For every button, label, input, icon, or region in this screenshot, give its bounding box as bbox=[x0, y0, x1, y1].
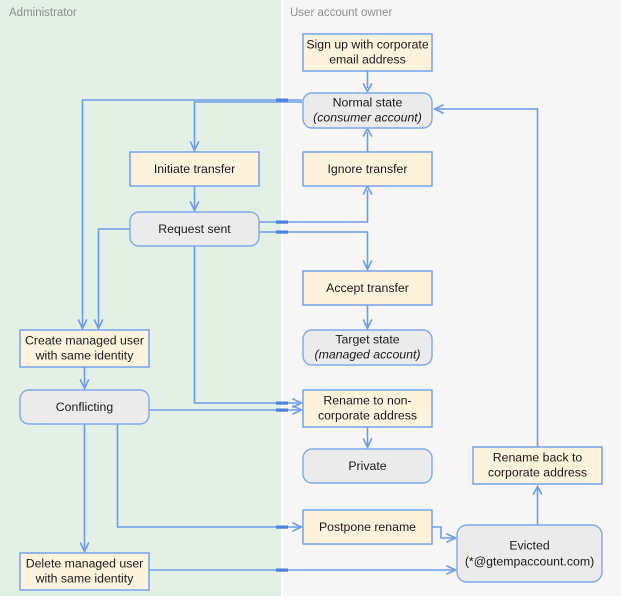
lane-crossing-marker bbox=[276, 408, 288, 412]
node-label-line-1: Delete managed user bbox=[26, 556, 144, 570]
node-label-line-1: Target state bbox=[335, 332, 399, 346]
node-target-state[interactable]: Target state (managed account) bbox=[302, 329, 433, 366]
lane-crossing-marker bbox=[276, 220, 288, 224]
edge-rename-to-private-arrowhead bbox=[362, 438, 373, 450]
edge-renameback-to-normal-arrowhead bbox=[432, 104, 444, 114]
node-label-line-1: Accept transfer bbox=[326, 281, 409, 295]
node-label-line-1: Rename to non- bbox=[323, 393, 411, 407]
node-box[interactable] bbox=[302, 389, 433, 428]
node-label-line-1: Request sent bbox=[158, 222, 231, 236]
edge-requestsent-to-accept bbox=[259, 231, 369, 267]
node-label-line-2: (consumer account) bbox=[313, 110, 422, 124]
edge-requestsent-to-rename bbox=[193, 246, 299, 404]
node-conflicting[interactable]: Conflicting bbox=[19, 389, 150, 425]
node-box[interactable] bbox=[302, 270, 433, 306]
node-postpone-rename[interactable]: Postpone rename bbox=[302, 509, 433, 545]
node-box[interactable] bbox=[19, 329, 150, 368]
edge-conflicting-to-postpone-arrowhead bbox=[292, 522, 304, 532]
edge-postpone-to-evicted bbox=[432, 526, 453, 539]
edge-conflicting-to-postpone bbox=[116, 424, 299, 528]
edge-layer bbox=[77, 71, 543, 575]
node-label-line-1: Rename back to bbox=[493, 450, 583, 464]
edge-conflicting-to-deleteuser-arrowhead bbox=[79, 542, 90, 554]
node-rename-to-non-corporate-address[interactable]: Rename to non- corporate address bbox=[302, 389, 433, 428]
edge-normal-to-initiate bbox=[193, 101, 302, 148]
edge-initiate-to-requestsent-arrowhead bbox=[189, 201, 200, 213]
edge-accept-to-target-arrowhead bbox=[362, 319, 373, 331]
lane-label-administrator: Administrator bbox=[9, 7, 77, 19]
node-box[interactable] bbox=[129, 211, 260, 247]
edge-requestsent-to-rename-arrowhead bbox=[292, 398, 304, 408]
node-ignore-transfer[interactable]: Ignore transfer bbox=[302, 151, 433, 187]
node-label-line-1: Conflicting bbox=[56, 400, 114, 414]
node-sign-up-with-corporate-email-address[interactable]: Sign up with corporate email address bbox=[302, 33, 433, 72]
node-box[interactable] bbox=[302, 33, 433, 72]
lane-crossing-marker bbox=[276, 401, 288, 405]
node-create-managed-user-with-same-identity[interactable]: Create managed user with same identity bbox=[19, 329, 150, 368]
node-label-line-1: Create managed user bbox=[25, 333, 144, 347]
edge-postpone-to-evicted-arrowhead bbox=[446, 533, 458, 543]
node-rename-back-to-corporate-address[interactable]: Rename back to corporate address bbox=[472, 446, 603, 485]
lane-admin-background bbox=[0, 0, 281, 596]
node-normal-state[interactable]: Normal state (consumer account) bbox=[302, 92, 433, 129]
node-label-line-1: Private bbox=[348, 459, 386, 473]
node-delete-managed-user-with-same-identity[interactable]: Delete managed user with same identity bbox=[19, 552, 150, 591]
edge-requestsent-to-ignore bbox=[259, 190, 369, 223]
node-box[interactable] bbox=[19, 552, 150, 591]
edge-conflicting-to-rename-arrowhead bbox=[292, 405, 304, 415]
edge-requestsent-to-accept-arrowhead bbox=[362, 260, 373, 272]
node-box[interactable] bbox=[302, 329, 433, 366]
node-evicted[interactable]: Evicted (*@gtempaccount.com) bbox=[456, 524, 603, 583]
node-request-sent[interactable]: Request sent bbox=[129, 211, 260, 247]
edge-evicted-to-renameback-arrowhead bbox=[532, 484, 543, 495]
node-label-line-1: Postpone rename bbox=[319, 520, 416, 534]
edge-renameback-to-normal bbox=[437, 108, 539, 447]
node-layer: Sign up with corporate email address Nor… bbox=[19, 33, 603, 591]
node-box[interactable] bbox=[472, 446, 603, 485]
node-label-line-2: with same identity bbox=[35, 348, 135, 362]
node-label-line-2: corporate address bbox=[488, 465, 587, 479]
node-box[interactable] bbox=[456, 524, 603, 583]
edge-deleteuser-to-evicted-arrowhead bbox=[446, 565, 458, 575]
node-box[interactable] bbox=[302, 448, 433, 484]
lane-crossing-marker bbox=[276, 525, 288, 529]
node-private[interactable]: Private bbox=[302, 448, 433, 484]
node-box[interactable] bbox=[19, 389, 150, 425]
edge-normal-to-createuser bbox=[81, 99, 302, 326]
edge-requestsent-to-createuser bbox=[97, 228, 130, 326]
lane-label-user-account-owner: User account owner bbox=[290, 7, 392, 19]
node-label-line-2: (*@gtempaccount.com) bbox=[465, 554, 594, 568]
edge-normal-to-initiate-arrowhead bbox=[189, 141, 200, 153]
node-label-line-2: with same identity bbox=[35, 571, 135, 585]
node-label-line-1: Evicted bbox=[509, 538, 549, 552]
node-label-line-1: Normal state bbox=[333, 95, 403, 109]
node-label-line-1: Sign up with corporate bbox=[306, 37, 429, 51]
node-box[interactable] bbox=[129, 151, 260, 187]
edge-normal-to-createuser-arrowhead bbox=[77, 319, 88, 331]
node-box[interactable] bbox=[302, 92, 433, 129]
node-label-line-1: Ignore transfer bbox=[328, 162, 408, 176]
node-box[interactable] bbox=[302, 509, 433, 545]
swimlane-administrator: Administrator bbox=[0, 0, 281, 596]
lane-crossing-marker bbox=[276, 568, 288, 572]
node-label-line-2: corporate address bbox=[318, 408, 417, 422]
node-accept-transfer[interactable]: Accept transfer bbox=[302, 270, 433, 306]
lane-crossing-marker bbox=[276, 98, 288, 102]
node-label-line-2: (managed account) bbox=[315, 347, 421, 361]
edge-signup-to-normal-arrowhead bbox=[362, 83, 373, 94]
node-label-line-2: email address bbox=[329, 52, 406, 66]
node-initiate-transfer[interactable]: Initiate transfer bbox=[129, 151, 260, 187]
edge-createuser-to-conflicting-arrowhead bbox=[79, 379, 90, 391]
lane-crossing-marker bbox=[276, 230, 288, 234]
edge-requestsent-to-createuser-arrowhead bbox=[93, 319, 104, 331]
node-box[interactable] bbox=[302, 151, 433, 187]
node-label-line-1: Initiate transfer bbox=[154, 162, 235, 176]
